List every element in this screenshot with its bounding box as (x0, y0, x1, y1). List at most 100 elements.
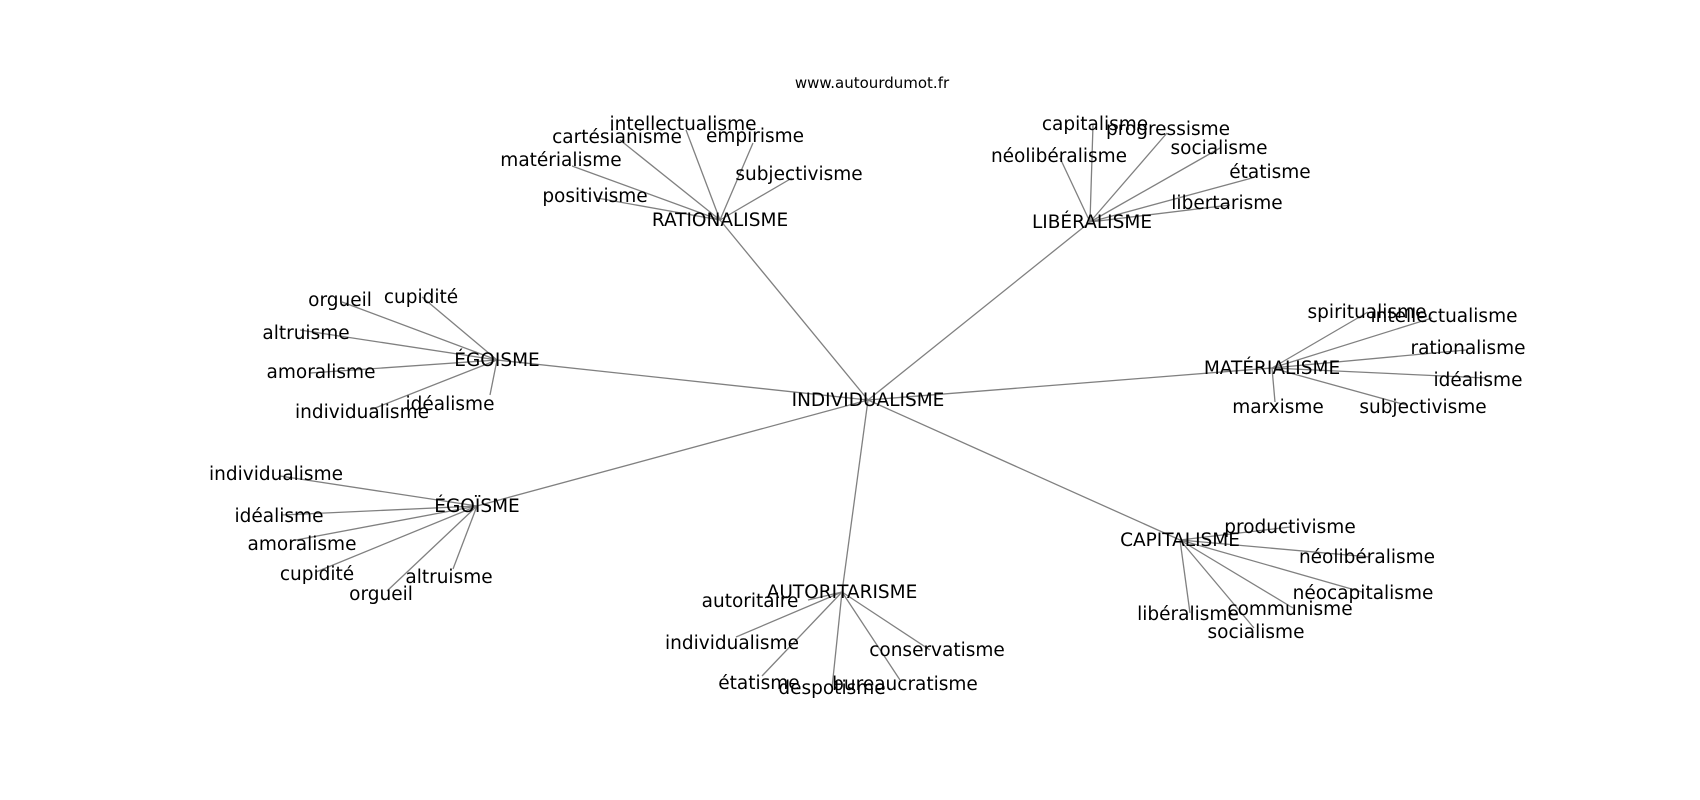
edge-hub-to-word (299, 329, 498, 361)
edge-hub-to-word (295, 505, 478, 541)
related-word[interactable]: orgueil (308, 290, 372, 311)
edge-hub-to-word (1089, 177, 1253, 223)
edge-root-to-hub (841, 399, 869, 593)
root-word[interactable]: INDIVIDUALISME (792, 390, 945, 411)
related-word[interactable]: idéalisme (406, 394, 495, 415)
hub-word[interactable]: MATÉRIALISME (1204, 357, 1340, 379)
edge-hub-to-word (719, 177, 793, 221)
edge-hub-to-word (719, 142, 754, 221)
edge-hub-to-word (1271, 317, 1433, 369)
edge-hub-to-word (421, 296, 498, 361)
edge-hub-to-word (1179, 539, 1363, 593)
graph-labels: INDIVIDUALISMEintellectualismecartésiani… (209, 74, 1526, 699)
hub-word[interactable]: ÉGOÏSME (434, 495, 519, 517)
related-word[interactable]: bureaucratisme (832, 674, 978, 695)
related-word[interactable]: étatisme (718, 673, 799, 694)
related-word[interactable]: individualisme (665, 633, 799, 654)
related-word[interactable]: altruisme (405, 567, 492, 588)
edge-hub-to-word (1179, 539, 1294, 609)
related-word[interactable]: intellectualisme (610, 114, 757, 135)
edge-hub-to-word (452, 505, 478, 570)
edge-hub-to-word (1179, 526, 1291, 541)
edge-hub-to-word (1271, 367, 1487, 379)
related-word[interactable]: néolibéralisme (991, 146, 1127, 167)
edge-hub-to-word (596, 197, 721, 221)
edge-hub-to-word (386, 505, 478, 592)
related-word[interactable]: autoritaire (702, 591, 799, 612)
related-word[interactable]: néolibéralisme (1299, 547, 1435, 568)
related-word[interactable]: libertarisme (1171, 193, 1282, 214)
edge-hub-to-word (279, 475, 478, 507)
related-word[interactable]: subjectivisme (735, 164, 862, 185)
edge-hub-to-word (1179, 539, 1255, 629)
edge-hub-to-word (1271, 349, 1467, 369)
site-url[interactable]: www.autourdumot.fr (795, 74, 950, 92)
edge-hub-to-word (685, 129, 721, 221)
related-word[interactable]: empirisme (706, 126, 804, 147)
edge-root-to-hub (867, 399, 1181, 541)
related-word[interactable]: cupidité (384, 287, 458, 308)
related-word[interactable]: altruisme (262, 323, 349, 344)
related-word[interactable]: socialisme (1208, 622, 1305, 643)
related-word[interactable]: despotisme (778, 678, 885, 699)
related-word[interactable]: orgueil (349, 584, 413, 605)
related-word[interactable]: idéalisme (1434, 370, 1523, 391)
edge-hub-to-word (841, 591, 901, 681)
edge-hub-to-word (489, 359, 498, 396)
edge-hub-to-word (1271, 367, 1276, 403)
related-word[interactable]: rationalisme (1410, 338, 1525, 359)
related-word[interactable]: socialisme (1171, 138, 1268, 159)
related-word[interactable]: subjectivisme (1359, 397, 1486, 418)
edge-hub-to-word (341, 301, 498, 361)
edge-hub-to-word (807, 591, 843, 601)
edge-hub-to-word (761, 591, 843, 677)
related-word[interactable]: progressisme (1106, 119, 1230, 140)
related-word[interactable]: individualisme (295, 402, 429, 423)
hub-word[interactable]: CAPITALISME (1120, 530, 1240, 551)
related-word[interactable]: capitalisme (1042, 114, 1148, 135)
edge-hub-to-word (831, 591, 843, 689)
hub-word[interactable]: RATIONALISME (652, 210, 788, 231)
edge-hub-to-word (1271, 311, 1369, 369)
edge-hub-to-word (1089, 124, 1094, 223)
related-word[interactable]: conservatisme (869, 640, 1005, 661)
edge-hub-to-word (1089, 132, 1168, 223)
related-word[interactable]: cartésianisme (552, 127, 682, 148)
edge-root-to-hub (867, 367, 1273, 401)
related-word[interactable]: amoralisme (267, 362, 376, 383)
related-word[interactable]: productivisme (1224, 517, 1355, 538)
related-word[interactable]: communisme (1227, 599, 1352, 620)
related-word[interactable]: étatisme (1229, 162, 1310, 183)
edge-hub-to-word (1089, 204, 1231, 223)
hub-word[interactable]: AUTORITARISME (767, 582, 918, 603)
related-word[interactable]: cupidité (280, 564, 354, 585)
edge-root-to-hub (867, 221, 1091, 401)
related-word[interactable]: spiritualisme (1308, 302, 1427, 323)
hub-word[interactable]: LIBÉRALISME (1032, 211, 1152, 233)
edge-hub-to-word (1179, 539, 1191, 614)
related-word[interactable]: amoralisme (248, 534, 357, 555)
edge-hub-to-word (1271, 367, 1407, 406)
related-word[interactable]: matérialisme (500, 150, 621, 171)
related-word[interactable]: néocapitalisme (1293, 583, 1434, 604)
edge-hub-to-word (571, 165, 721, 221)
graph-edges (279, 124, 1487, 689)
edge-hub-to-word (619, 139, 721, 221)
edge-hub-to-word (1089, 147, 1221, 223)
edge-hub-to-word (315, 505, 478, 573)
related-word[interactable]: marxisme (1232, 397, 1324, 418)
edge-hub-to-word (281, 505, 478, 516)
edge-hub-to-word (309, 359, 498, 374)
edge-hub-to-word (841, 591, 931, 651)
hub-word[interactable]: ÉGOISME (454, 349, 539, 371)
edge-root-to-hub (719, 219, 869, 401)
edge-hub-to-word (369, 359, 498, 411)
related-word[interactable]: positivisme (542, 186, 647, 207)
edge-hub-to-word (735, 591, 843, 638)
related-word[interactable]: intellectualisme (1371, 306, 1518, 327)
related-word[interactable]: libéralisme (1137, 604, 1239, 625)
edge-root-to-hub (496, 359, 869, 401)
related-word[interactable]: idéalisme (235, 506, 324, 527)
related-word[interactable]: individualisme (209, 464, 343, 485)
